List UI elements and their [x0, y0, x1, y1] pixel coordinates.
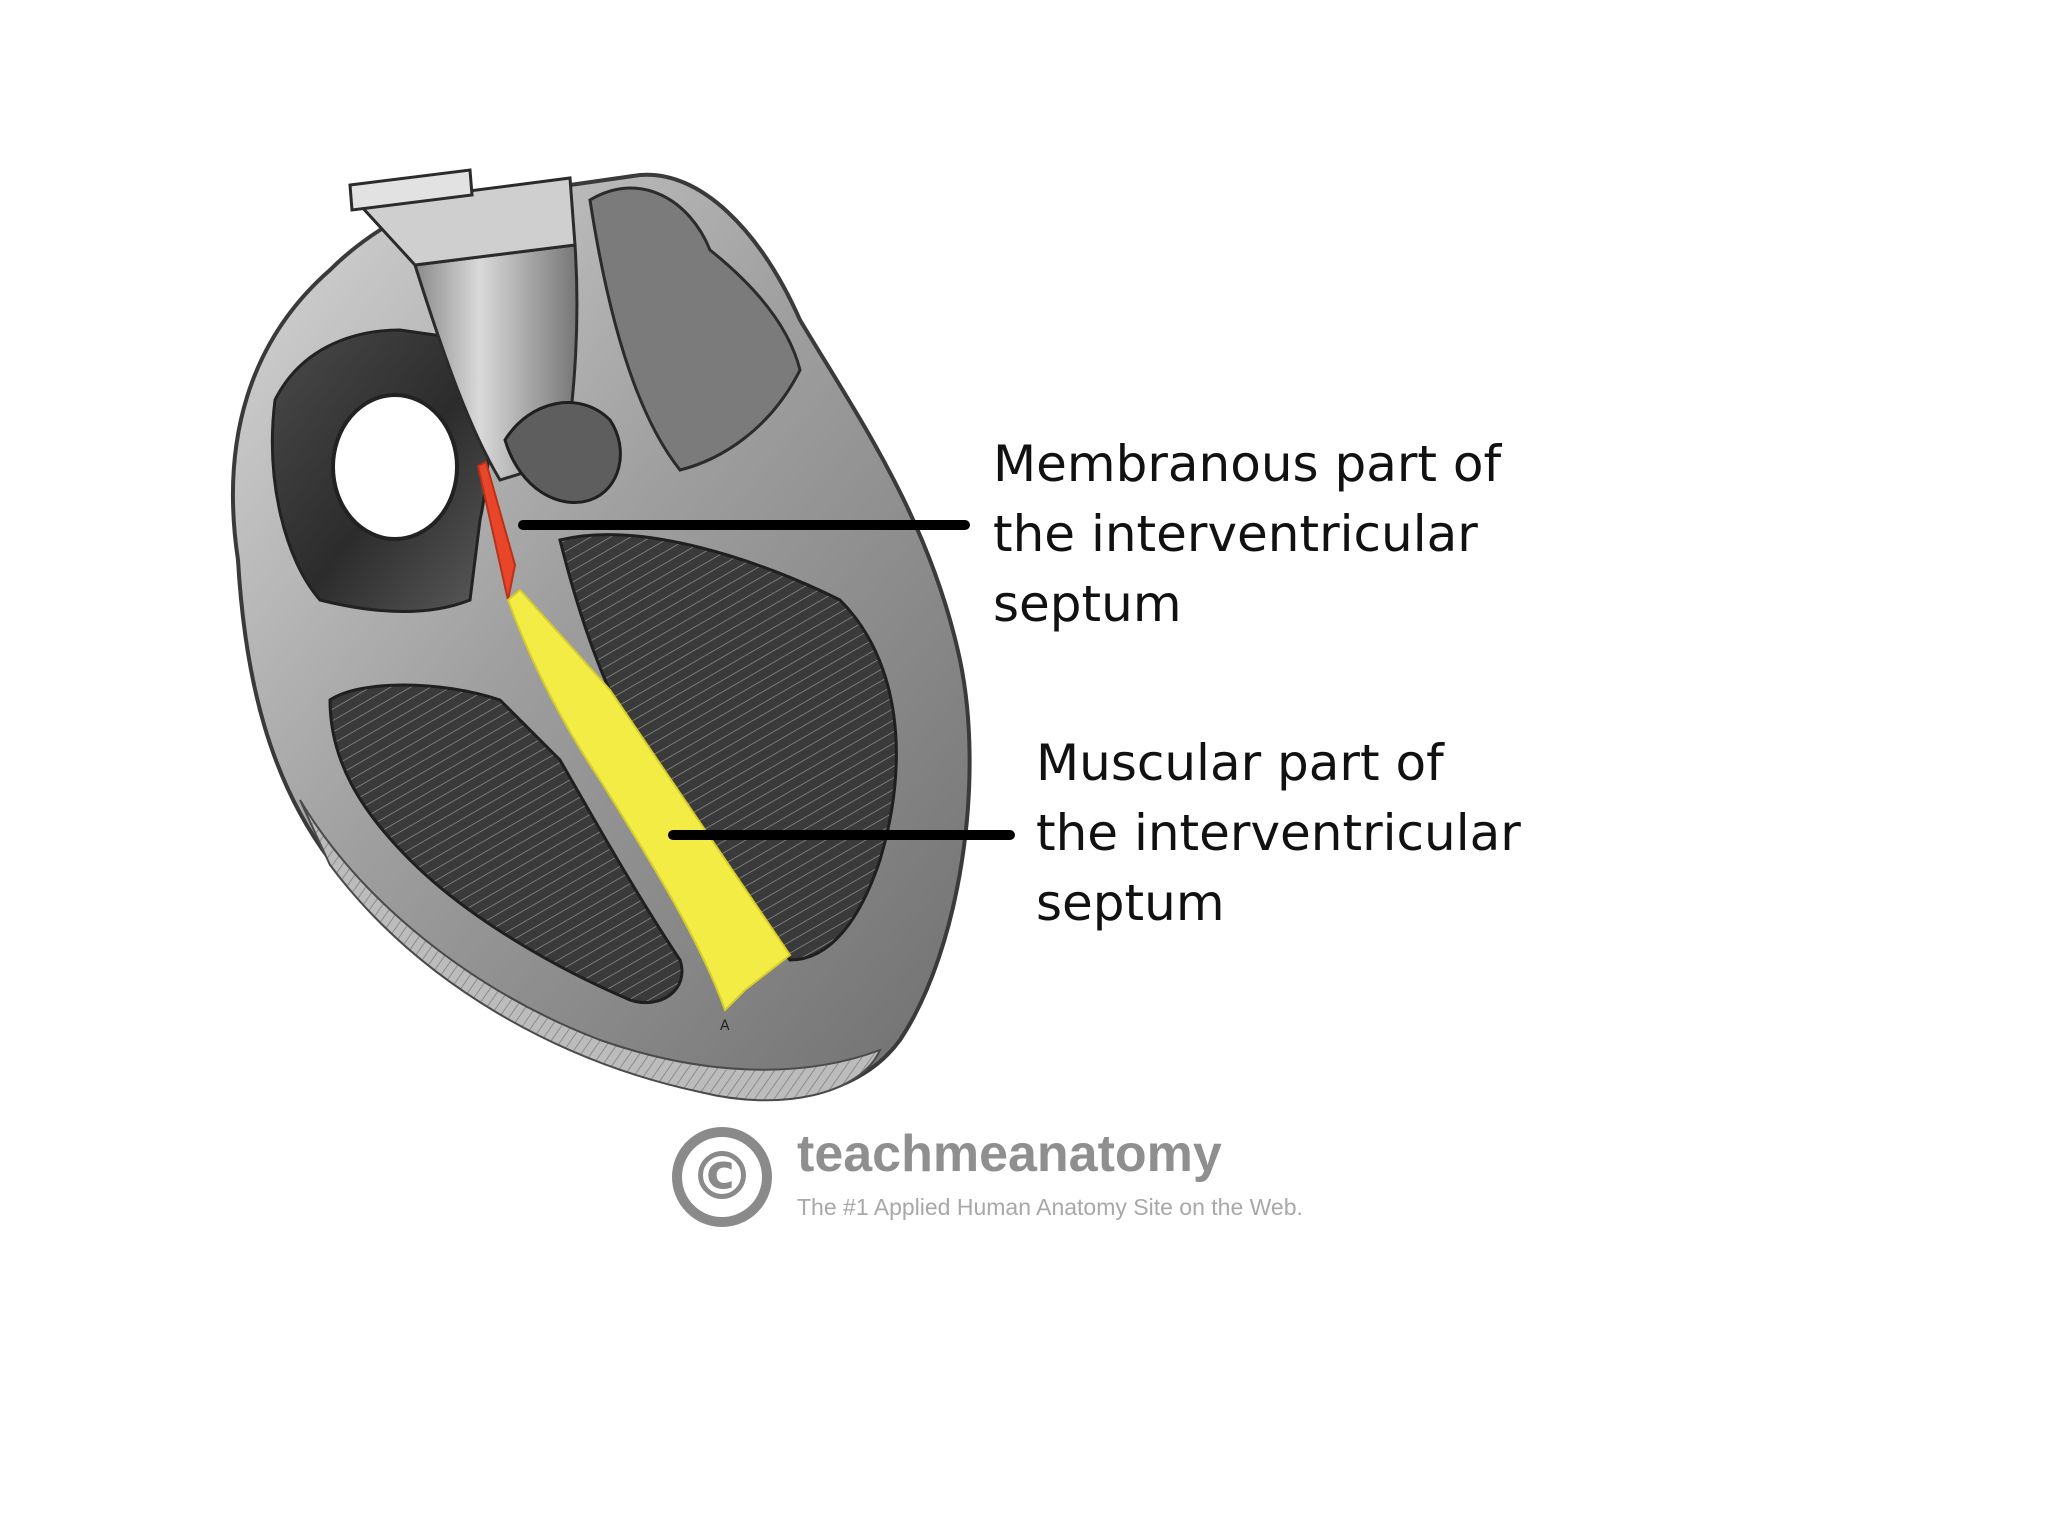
heart-apex-band: [299, 799, 882, 1102]
membranous-label-line-3: septum: [993, 575, 1182, 633]
membranous-label-line-1: Membranous part of: [993, 435, 1502, 493]
membranous-septum-highlight: [476, 460, 517, 601]
membranous-septum-label: Membranous part of the interventricular …: [993, 429, 1501, 639]
watermark-brand: teachmeanatomy: [797, 1125, 1222, 1183]
atrial-appendage: [588, 186, 802, 472]
copyright-icon: ©: [672, 1127, 772, 1227]
muscular-septum-label: Muscular part of the interventricular se…: [1036, 728, 1521, 938]
watermark-tagline: The #1 Applied Human Anatomy Site on the…: [797, 1194, 1303, 1220]
muscular-septum-highlight: [506, 588, 792, 1012]
muscular-label-line-2: the interventricular: [1036, 804, 1521, 862]
vessel-cap: [348, 168, 474, 212]
vessel-orifice: [331, 393, 459, 541]
membranous-label-line-2: the interventricular: [993, 505, 1478, 563]
muscular-label-line-1: Muscular part of: [1036, 734, 1444, 792]
muscular-label-line-3: septum: [1036, 874, 1225, 932]
aortic-valve-cusps: [503, 401, 622, 504]
apex-marking: A: [720, 1018, 730, 1034]
right-ventricle-cavity: [328, 683, 684, 1005]
